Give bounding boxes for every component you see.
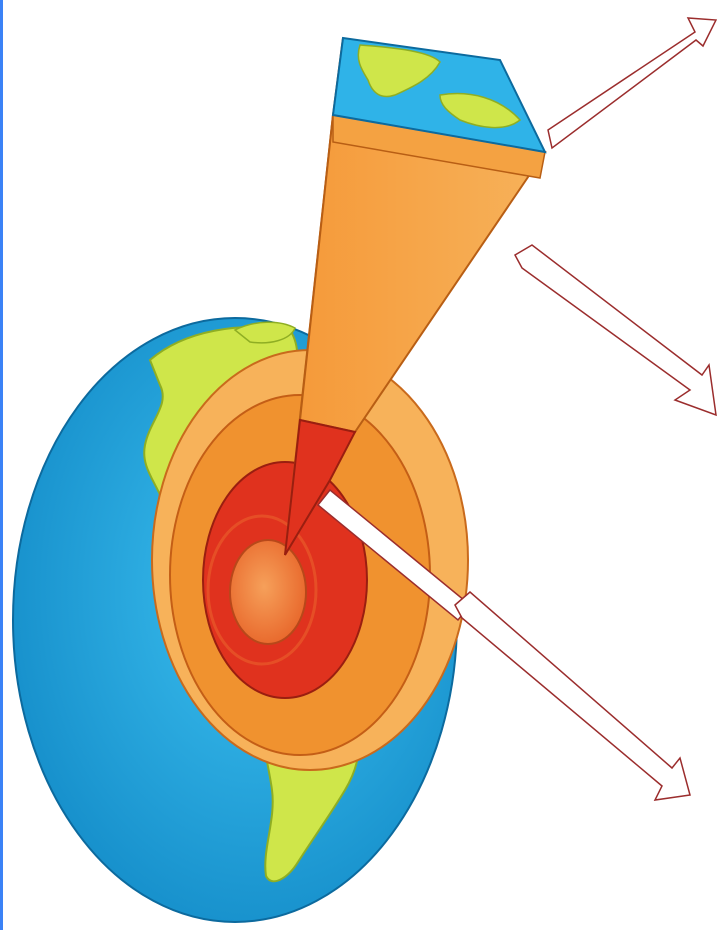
- inner-core-layer: [230, 540, 306, 644]
- arrow-middle-right: [515, 245, 716, 415]
- arrow-upper-right: [548, 18, 716, 148]
- arrow-lower-right: [455, 592, 690, 800]
